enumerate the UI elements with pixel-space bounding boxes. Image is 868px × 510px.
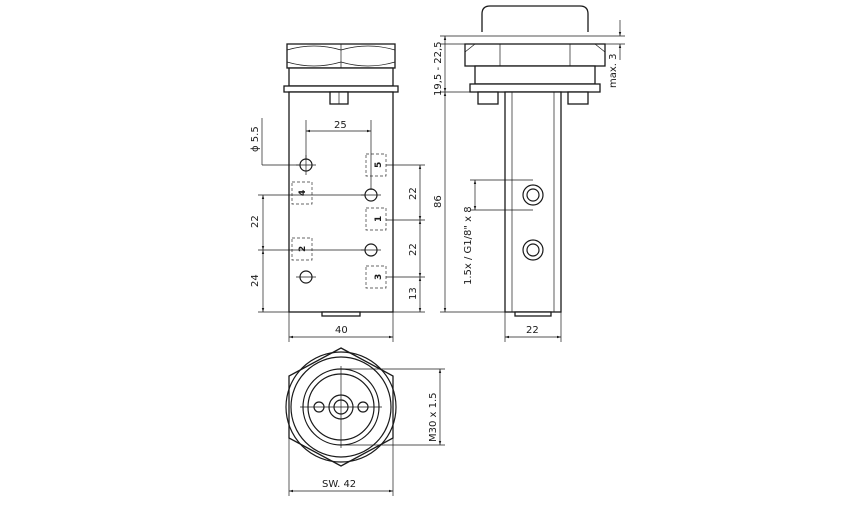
dim-port-thread: 1.5x / G1/8" x 8 (463, 206, 474, 285)
port-label-1: 1 (374, 216, 384, 222)
dim-mount-thread: M30 x 1.5 (428, 392, 439, 442)
side-valve-body (504, 91, 562, 313)
dim-right-upper: 22 (408, 187, 419, 200)
dim-side-width: 22 (526, 325, 539, 336)
front-view: 5 4 1 2 3 25 ϕ 5.5 22 24 22 22 13 (250, 43, 425, 342)
dim-right-lower: 22 (408, 243, 419, 256)
port-label-3: 3 (374, 274, 384, 280)
port-label-2: 2 (298, 246, 308, 252)
port-label-4: 4 (298, 190, 308, 196)
bottom-view: M30 x 1.5 SW. 42 (285, 347, 445, 496)
dim-max-value: max. 3 (608, 53, 619, 88)
side-port-upper (522, 184, 544, 206)
dim-bottom-offset: 13 (408, 287, 419, 300)
front-flange (283, 85, 399, 93)
side-port-lower (522, 239, 544, 261)
dim-thread-range: 19,5 - 22,5 (433, 42, 444, 97)
side-actuator-head (481, 5, 589, 32)
front-collar (288, 67, 394, 87)
dim-hole-spacing-horizontal: 25 (334, 120, 347, 131)
dim-left-lower: 24 (250, 274, 261, 287)
side-hex-nut (464, 43, 606, 67)
dim-side-height: 86 (433, 195, 444, 208)
port-label-5: 5 (374, 162, 384, 168)
dim-wrench-size: SW. 42 (322, 479, 356, 490)
dim-hole-diameter: ϕ 5.5 (250, 126, 261, 152)
dim-left-upper: 22 (250, 215, 261, 228)
dim-front-width: 40 (335, 325, 348, 336)
side-view: 86 19,5 - 22,5 max. 3 1.5x / G1/8" x 8 2… (433, 5, 625, 342)
